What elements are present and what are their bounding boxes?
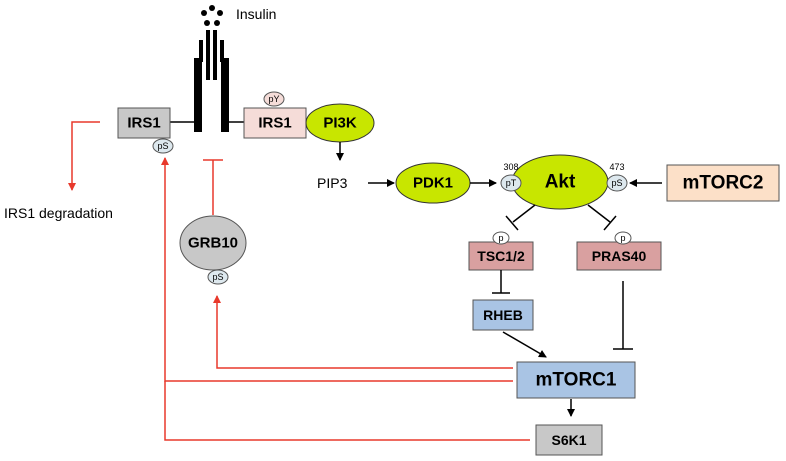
irs1-left-box — [117, 107, 171, 139]
mtorc2-box — [666, 164, 780, 202]
rheb-box — [472, 299, 534, 331]
rheb-label: RHEB — [483, 307, 523, 323]
s6k1-label: S6K1 — [551, 432, 586, 448]
pi3k-label: PI3K — [323, 115, 357, 132]
grb10-inhibits-receptor — [203, 159, 223, 215]
akt-ps-label: pS — [611, 178, 622, 188]
irs1-degradation-arrow — [68, 121, 100, 191]
pras40-p-site — [614, 231, 632, 245]
tsc-inhibits-rheb — [492, 270, 510, 294]
s6k1-box — [535, 424, 603, 456]
mtorc1-to-grb10-arrow — [213, 295, 513, 369]
akt-473-label: 473 — [609, 162, 624, 172]
mtorc2-label: mTORC2 — [683, 173, 764, 194]
akt-label: Akt — [545, 172, 576, 193]
pip3-label: PIP3 — [317, 175, 348, 191]
akt-pt-label: pT — [506, 178, 517, 188]
grb10-label: GRB10 — [188, 235, 238, 252]
mtorc1-box — [516, 361, 636, 399]
insulin-receptor — [194, 30, 229, 132]
pras40-inhibits-mtorc1 — [613, 281, 633, 350]
tsc12-p-site — [492, 231, 510, 245]
grb10-ps-label: pS — [212, 272, 223, 282]
insulin-label: Insulin — [236, 6, 276, 22]
pdk1-label: PDK1 — [413, 175, 453, 192]
irs1-right-label: IRS1 — [258, 115, 291, 132]
pras40-label: PRAS40 — [592, 248, 647, 264]
irs1-ps-site — [152, 138, 174, 154]
akt-inhibits-tsc — [505, 204, 536, 231]
irs1-py-site — [263, 91, 285, 107]
insulin-molecules — [201, 5, 223, 26]
tsc12-label: TSC1/2 — [477, 248, 525, 264]
irs1-py-label: pY — [268, 94, 279, 104]
rheb-to-mtorc1-arrow — [502, 331, 547, 358]
grb10-node — [179, 215, 247, 271]
pras40-box — [576, 241, 662, 271]
mtorc1-label: mTORC1 — [536, 370, 617, 391]
grb10-ps-site — [207, 269, 229, 285]
irs1-left-label: IRS1 — [127, 115, 160, 132]
tsc12-p-label: p — [498, 233, 503, 243]
akt-308-label: 308 — [503, 162, 518, 172]
pras40-p-label: p — [620, 233, 625, 243]
akt-pt-site — [500, 174, 522, 192]
akt-ps-site — [606, 174, 628, 192]
irs1-degradation-label: IRS1 degradation — [4, 205, 113, 221]
akt-inhibits-pras40 — [587, 204, 617, 231]
s6k1-to-irs1-line — [164, 381, 530, 441]
irs1-ps-label: pS — [157, 141, 168, 151]
